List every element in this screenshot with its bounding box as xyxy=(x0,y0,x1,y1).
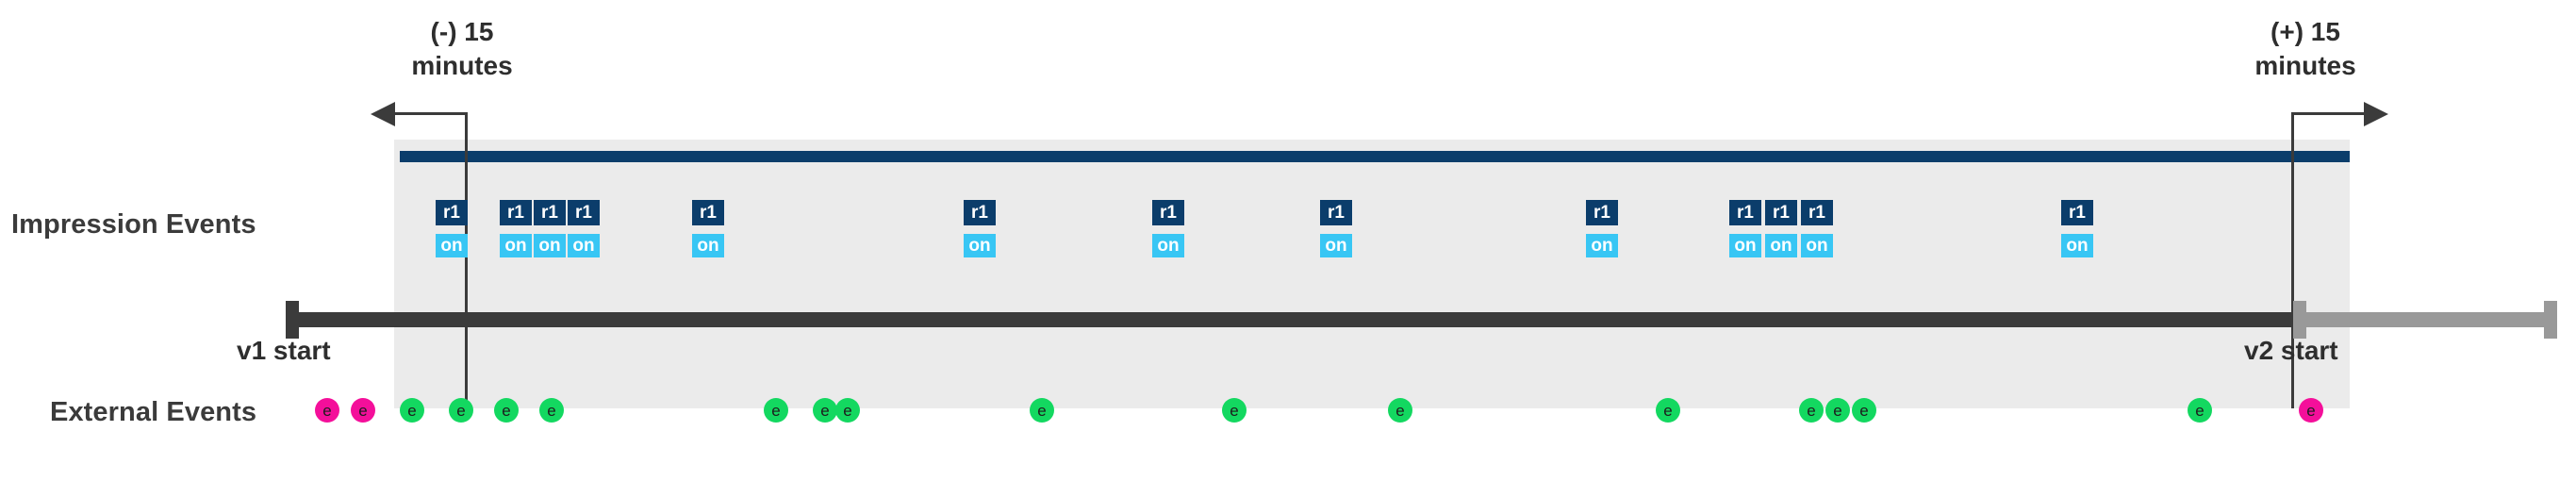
external-event-dot: e xyxy=(1656,398,1680,423)
left-marker-line xyxy=(465,112,468,408)
v2-end-cap xyxy=(2544,301,2557,339)
impression-badge-r1: r1 xyxy=(1586,200,1618,225)
impression-badge-on: on xyxy=(500,234,532,257)
impression-events-label: Impression Events xyxy=(11,209,256,240)
impression-badge-on: on xyxy=(1586,234,1618,257)
version-bar xyxy=(400,151,2350,162)
external-event-dot: e xyxy=(315,398,339,423)
impression-badge-r1: r1 xyxy=(1801,200,1833,225)
impression-badge-r1: r1 xyxy=(568,200,600,225)
impression-badge-on: on xyxy=(534,234,566,257)
attribution-window-band xyxy=(394,140,2350,408)
impression-badge-r1: r1 xyxy=(964,200,996,225)
impression-badge-r1: r1 xyxy=(534,200,566,225)
impression-badge-on: on xyxy=(692,234,724,257)
external-event-dot: e xyxy=(835,398,860,423)
v2-timeline-bar xyxy=(2293,312,2557,327)
impression-badge-r1: r1 xyxy=(1152,200,1184,225)
impression-badge-on: on xyxy=(1320,234,1352,257)
right-arrow-head-icon xyxy=(2364,102,2388,126)
impression-badge-r1: r1 xyxy=(436,200,468,225)
external-event-dot: e xyxy=(764,398,788,423)
external-event-dot: e xyxy=(1799,398,1824,423)
external-event-dot: e xyxy=(449,398,473,423)
external-event-dot: e xyxy=(1852,398,1876,423)
external-events-label: External Events xyxy=(50,397,257,427)
right-arrow-stem xyxy=(2291,112,2366,115)
external-event-dot: e xyxy=(1388,398,1412,423)
impression-badge-on: on xyxy=(1152,234,1184,257)
impression-badge-on: on xyxy=(1765,234,1797,257)
v1-start-cap xyxy=(286,301,299,339)
impression-badge-r1: r1 xyxy=(692,200,724,225)
impression-badge-on: on xyxy=(568,234,600,257)
v1-timeline-bar xyxy=(286,312,2296,327)
impression-badge-on: on xyxy=(2061,234,2093,257)
right-marker-line xyxy=(2291,112,2294,408)
impression-badge-on: on xyxy=(436,234,468,257)
impression-badge-r1: r1 xyxy=(500,200,532,225)
right-window-callout: (+) 15 minutes xyxy=(2254,17,2356,80)
left-arrow-stem xyxy=(392,112,467,115)
impression-badge-on: on xyxy=(1801,234,1833,257)
v2-start-cap xyxy=(2293,301,2306,339)
v2-start-label: v2 start xyxy=(2244,336,2338,365)
external-event-dot: e xyxy=(400,398,424,423)
external-event-dot: e xyxy=(1222,398,1247,423)
external-event-dot: e xyxy=(1825,398,1850,423)
left-window-callout: (-) 15 minutes xyxy=(411,17,513,80)
impression-badge-r1: r1 xyxy=(2061,200,2093,225)
impression-badge-r1: r1 xyxy=(1320,200,1352,225)
impression-badge-on: on xyxy=(1729,234,1761,257)
left-arrow-head-icon xyxy=(371,102,395,126)
external-event-dot: e xyxy=(2299,398,2323,423)
impression-badge-r1: r1 xyxy=(1729,200,1761,225)
external-event-dot: e xyxy=(351,398,375,423)
impression-badge-on: on xyxy=(964,234,996,257)
v1-start-label: v1 start xyxy=(237,336,331,365)
external-event-dot: e xyxy=(494,398,519,423)
external-event-dot: e xyxy=(2188,398,2212,423)
external-event-dot: e xyxy=(813,398,837,423)
external-event-dot: e xyxy=(1030,398,1054,423)
impression-badge-r1: r1 xyxy=(1765,200,1797,225)
external-event-dot: e xyxy=(539,398,564,423)
